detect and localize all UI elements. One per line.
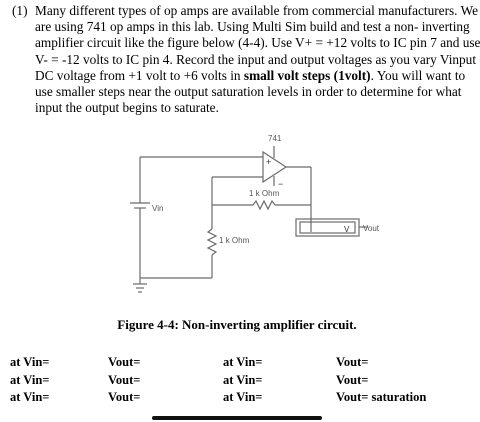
- problem-line-5-bold: small volt steps (1volt): [243, 67, 371, 83]
- vin-label: at Vin=: [10, 390, 50, 404]
- vout-label: Vout=: [336, 372, 369, 387]
- voltmeter-glyph: V: [344, 225, 350, 234]
- voltmeter-display: [299, 221, 356, 234]
- vout-label: Vout=: [108, 372, 141, 387]
- ground-resistor-label: 1 k Ohm: [219, 236, 250, 245]
- problem-line-5: DC voltage from +1 volt to +6 volts in s…: [35, 68, 468, 84]
- circuit-diagram: 741 + − 1 k Ohm 1 k Ohm Vin V Vout: [130, 134, 380, 293]
- vin-label: at Vin=: [10, 372, 50, 387]
- problem-line-7: input the output begins to saturate.: [35, 100, 219, 116]
- source-label: Vin: [152, 204, 163, 213]
- table-row: at Vin= Vout= at Vin= Vout= saturation: [0, 390, 474, 408]
- table-row: at Vin= Vout= at Vin= Vout=: [0, 355, 474, 373]
- ground-resistor-zigzag: [206, 228, 218, 256]
- plus-sign: +: [266, 157, 271, 167]
- vin-label: at Vin=: [223, 372, 263, 387]
- output-label: Vout: [363, 224, 380, 233]
- figure-caption: Figure 4-4: Non-inverting amplifier circ…: [117, 317, 357, 332]
- measurement-table: at Vin= Vout= at Vin= Vout= at Vin= Vout…: [0, 355, 474, 408]
- opamp-label: 741: [268, 134, 282, 143]
- table-row: at Vin= Vout= at Vin= Vout=: [0, 373, 474, 391]
- problem-line-2: are using 741 op amps in this lab. Using…: [35, 19, 470, 35]
- problem-line-1: Many different types of op amps are avai…: [35, 3, 478, 18]
- feedback-resistor-label: 1 k Ohm: [249, 189, 280, 198]
- circuit-figure: 741 + − 1 k Ohm 1 k Ohm Vin V Vout: [100, 132, 420, 307]
- problem-line-3: amplifier circuit like the figure below …: [35, 35, 480, 51]
- problem-text: Many different types of op amps are avai…: [12, 3, 480, 116]
- opamp-triangle: [262, 150, 288, 184]
- home-indicator-bar[interactable]: [152, 416, 322, 420]
- vin-label: at Vin=: [223, 355, 263, 369]
- vin-label: at Vin=: [10, 355, 50, 369]
- vout-saturation-label: Vout= saturation: [336, 390, 427, 404]
- problem-line-5-end: . You will want to: [370, 67, 466, 83]
- problem-paragraph: (1) Many different types of op amps are …: [12, 3, 480, 116]
- problem-line-6: use smaller steps near the output satura…: [35, 84, 462, 100]
- vout-label: Vout=: [108, 390, 141, 404]
- vin-label: at Vin=: [223, 390, 263, 404]
- vout-label: Vout=: [336, 355, 369, 369]
- vout-label: Vout=: [108, 355, 141, 369]
- problem-number: (1): [12, 3, 28, 18]
- feedback-resistor-zigzag: [252, 199, 276, 211]
- problem-line-4: V- = -12 volts to IC pin 4. Record the i…: [35, 51, 477, 67]
- minus-sign: −: [278, 179, 283, 189]
- problem-line-5-start: DC voltage from +1 volt to +6 volts in: [35, 67, 244, 83]
